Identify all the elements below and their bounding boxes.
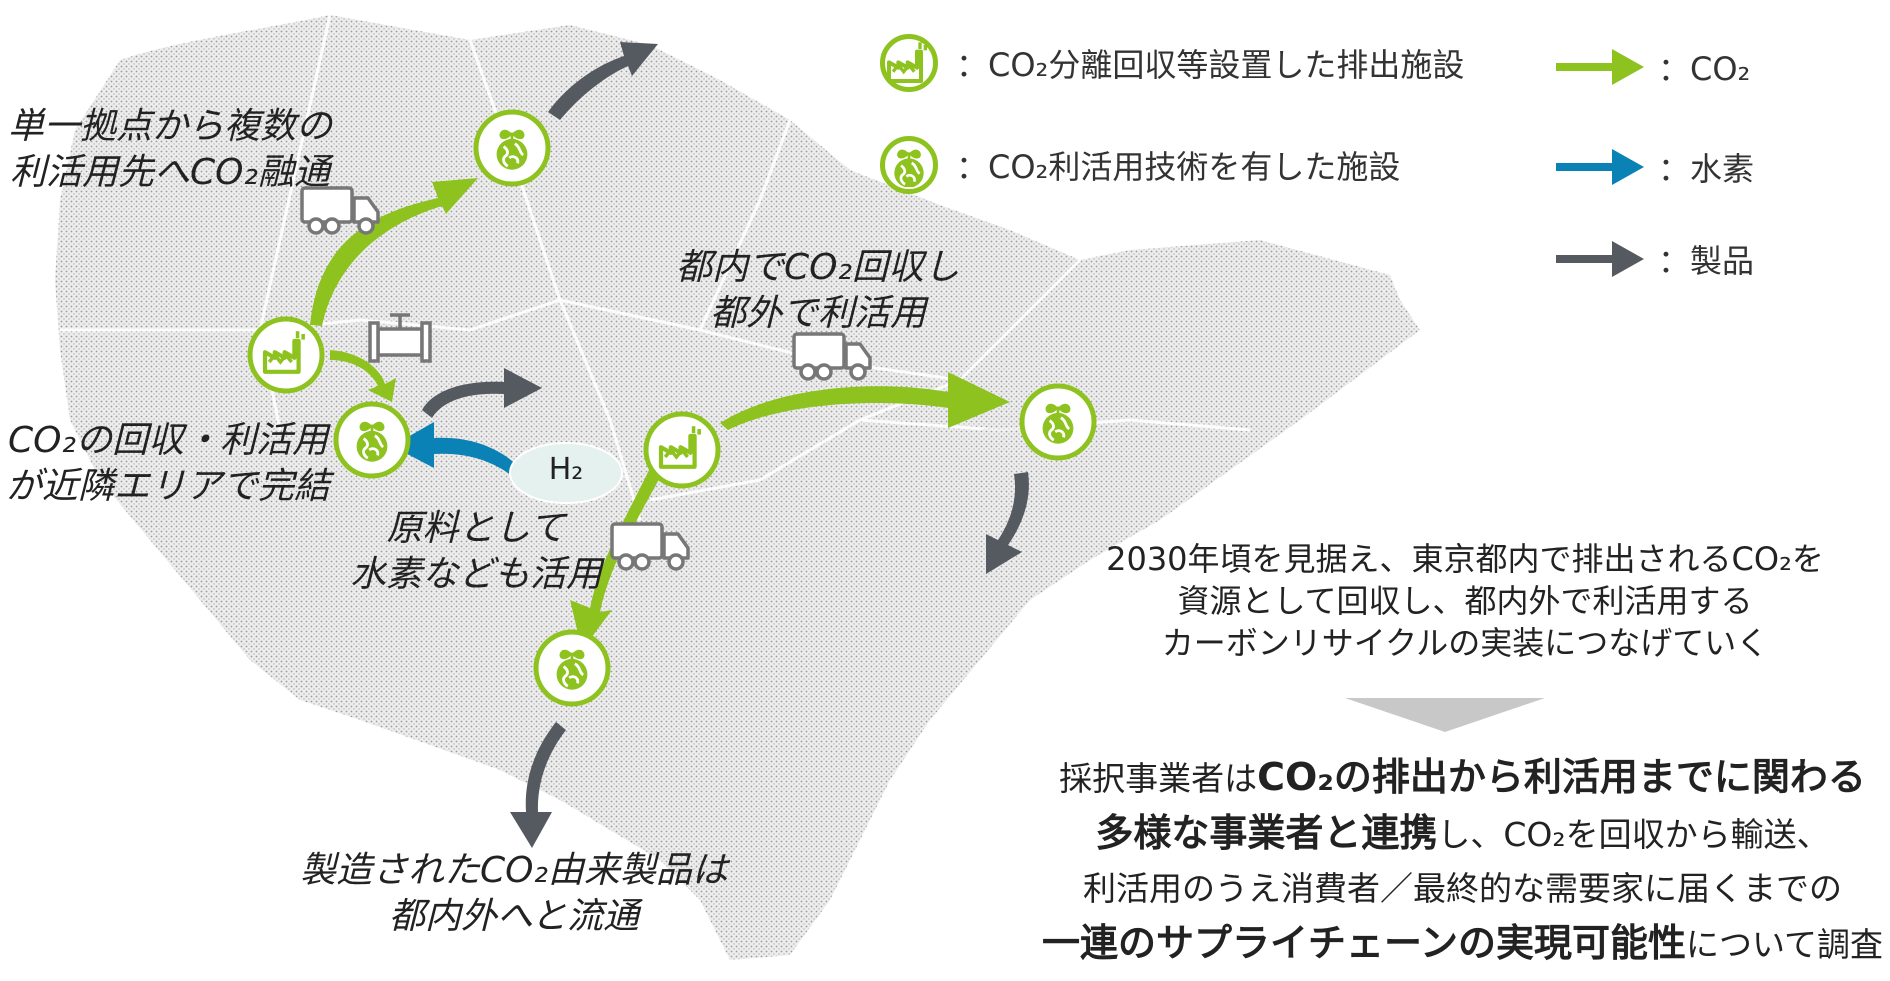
user-facility xyxy=(1019,383,1097,461)
annotation-multi-destination: 単一拠点から複数の 利活用先へCO₂融通 xyxy=(8,104,332,196)
legend-co2: ：CO₂ xyxy=(1556,44,1750,90)
map-east-region xyxy=(820,400,1080,640)
conclusion-line: 採択事業者はCO₂の排出から利活用までに関わる xyxy=(1040,750,1885,806)
user-facility xyxy=(333,401,411,479)
product-arrow-middle xyxy=(422,368,542,418)
legend-co2-label: ：CO₂ xyxy=(1658,50,1751,88)
product-flow-arrows xyxy=(422,42,1029,848)
annotation-text: 製造されたCO₂由来製品は xyxy=(300,850,728,891)
annotation-local-area: CO₂の回収・利活用 が近隣エリアで完結 xyxy=(6,418,330,510)
annotation-text: 原料として xyxy=(386,508,566,549)
tokyo-map xyxy=(55,15,1420,960)
annotation-text: が近隣エリアで完結 xyxy=(6,466,331,507)
conclusion-line: 多様な事業者と連携し、CO₂を回収から輸送、 xyxy=(1040,806,1885,862)
co2-arrow-north xyxy=(310,178,478,326)
annotation-products-distribution: 製造されたCO₂由来製品は 都内外へと流通 xyxy=(300,848,728,940)
co2-arrow-east xyxy=(720,372,1010,430)
legend-product: ：製品 xyxy=(1556,236,1754,282)
annotation-text: 水素なども活用 xyxy=(350,554,603,595)
product-arrow-north xyxy=(548,42,658,120)
conclusion-span: 採択事業者は xyxy=(1059,759,1258,798)
conclusion-span: し、CO₂を回収から輸送、 xyxy=(1437,815,1830,854)
conclusion-emphasis: CO₂の排出から利活用までに関わる xyxy=(1257,755,1866,799)
annotation-tokyo-recovery: 都内でCO₂回収し 都外で利活用 xyxy=(676,245,960,337)
summary-line: 資源として回収し、都内外で利活用する xyxy=(1177,582,1753,620)
blue-arrow-icon xyxy=(1556,149,1644,185)
earth-sprout-icon xyxy=(880,136,938,194)
annotation-text: 利活用先へCO₂融通 xyxy=(10,152,330,193)
legend-user: ：CO₂利活用技術を有した施設 xyxy=(880,136,1400,194)
summary-text: 2030年頃を見据え、東京都内で排出されるCO₂を 資源として回収し、都内外で利… xyxy=(1050,538,1880,664)
green-arrow-icon xyxy=(1556,49,1644,85)
product-arrow-south xyxy=(510,722,566,848)
product-arrow-east xyxy=(986,472,1029,574)
annotation-text: CO₂の回収・利活用 xyxy=(8,420,328,461)
user-facility xyxy=(533,629,611,707)
legend-product-label: ：製品 xyxy=(1658,242,1755,280)
legend-hydrogen: ：水素 xyxy=(1556,144,1754,190)
summary-line: カーボンリサイクルの実装につなげていく xyxy=(1161,624,1769,662)
emitter-facility xyxy=(247,316,325,394)
co2-arrow-short xyxy=(330,350,396,402)
conclusion-line: 一連のサプライチェーンの実現可能性について調査 xyxy=(1040,916,1885,972)
annotation-text: 単一拠点から複数の xyxy=(8,106,333,147)
hydrogen-label: H₂ xyxy=(548,452,584,487)
conclusion-span: 利活用のうえ消費者／最終的な需要家に届くまでの xyxy=(1083,869,1842,908)
emitter-facility xyxy=(643,411,721,489)
conclusion-text: 採択事業者はCO₂の排出から利活用までに関わる 多様な事業者と連携し、CO₂を回… xyxy=(1040,750,1885,972)
summary-line: 2030年頃を見据え、東京都内で排出されるCO₂を xyxy=(1106,540,1824,578)
summary-down-triangle xyxy=(1345,698,1545,732)
annotation-text: 都内でCO₂回収し xyxy=(676,247,960,288)
legend-emitter: ：CO₂分離回収等設置した排出施設 xyxy=(880,34,1464,92)
legend-hydrogen-label: ：水素 xyxy=(1658,150,1755,188)
conclusion-emphasis: 多様な事業者と連携 xyxy=(1095,811,1438,855)
factory-icon xyxy=(880,34,938,92)
conclusion-emphasis: 一連のサプライチェーンの実現可能性 xyxy=(1041,921,1687,965)
pipeline-valve-icon xyxy=(368,313,432,363)
legend-user-label: ：CO₂利活用技術を有した施設 xyxy=(956,148,1401,186)
conclusion-line: 利活用のうえ消費者／最終的な需要家に届くまでの xyxy=(1040,862,1885,916)
hydrogen-arrow xyxy=(392,422,520,476)
gray-arrow-icon xyxy=(1556,241,1644,277)
conclusion-span: について調査 xyxy=(1686,925,1884,964)
user-facility xyxy=(473,109,551,187)
annotation-text: 都内外へと流通 xyxy=(388,896,640,937)
annotation-text: 都外で利活用 xyxy=(709,293,926,334)
hydrogen-bubble xyxy=(509,442,623,504)
annotation-hydrogen-raw: 原料として 水素なども活用 xyxy=(350,506,602,598)
legend-emitter-label: ：CO₂分離回収等設置した排出施設 xyxy=(956,46,1465,84)
